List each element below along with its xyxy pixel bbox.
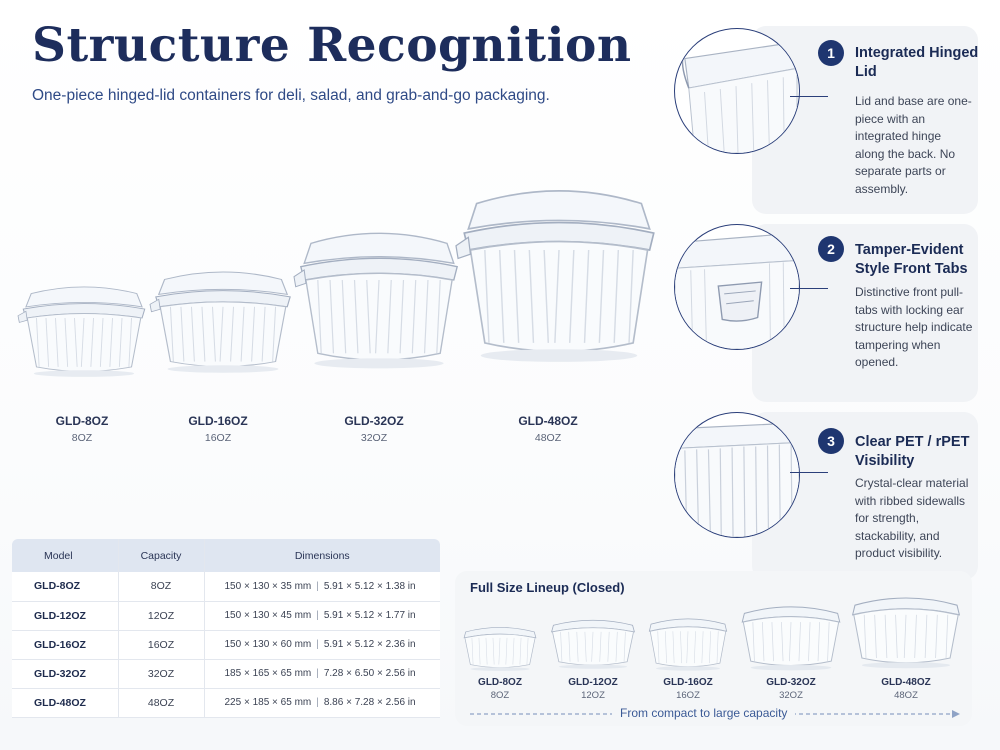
lineup-model: GLD-48OZ [881,677,931,688]
front-tab-detail-icon [674,224,800,350]
closed-container-icon [848,586,964,670]
cell-dimensions-imperial: 7.28 × 6.50 × 2.56 in [323,668,416,679]
cell-capacity: 16OZ [117,630,205,660]
callout-line [790,96,828,98]
showcase-model: GLD-8OZ [55,414,109,428]
lineup-caption: From compact to large capacity [612,706,796,720]
cell-dimensions: 225 × 185 × 65 mm | 8.86 × 7.28 × 2.56 in [204,688,440,718]
cell-capacity: 8OZ [117,572,205,602]
showcase-label: GLD-8OZ 8OZ [12,414,152,444]
cell-dimensions-metric: 150 × 130 × 60 mm [224,639,312,650]
showcase-label: GLD-16OZ 16OZ [148,414,288,444]
cell-separator: | [316,580,319,592]
feature-number-badge: 3 [818,428,844,454]
showcase-capacity: 32OZ [360,432,388,444]
showcase-capacity: 48OZ [534,432,562,444]
callout-line [790,472,828,474]
cell-dimensions: 150 × 130 × 60 mm | 5.91 × 5.12 × 2.36 in [204,630,440,660]
feature-title: Clear PET / rPET Visibility [855,434,970,469]
cell-capacity: 12OZ [117,601,205,631]
showcase-model: GLD-48OZ [518,414,578,428]
showcase-capacity: 16OZ [204,432,232,444]
open-container-icon [455,174,662,364]
lineup-capacity: 8OZ [490,690,510,701]
showcase-capacity: 8OZ [71,432,93,444]
cell-model: GLD-48OZ [12,688,118,718]
cell-dimensions-metric: 150 × 130 × 35 mm [224,580,312,592]
showcase-model: GLD-32OZ [344,414,404,428]
lineup-capacity: 48OZ [894,690,918,701]
cell-model: GLD-8OZ [12,572,118,602]
closed-container-icon [738,596,844,672]
open-container-icon [293,220,464,370]
open-container-icon [149,262,296,374]
ribbed-wall-detail-icon [674,412,800,538]
column-header-dimensions: Dimensions [204,539,440,572]
cell-dimensions: 150 × 130 × 35 mm | 5.91 × 5.12 × 1.38 in [204,572,440,602]
cell-dimensions-metric: 150 × 130 × 45 mm [224,610,312,621]
cell-dimensions-metric: 185 × 165 × 65 mm [224,668,312,679]
lineup-label: GLD-12OZ 12OZ [543,677,643,701]
lineup-label: GLD-8OZ 8OZ [450,677,550,701]
cell-dimensions-metric: 225 × 185 × 65 mm [224,697,312,708]
cell-dimensions-imperial: 5.91 × 5.12 × 1.38 in [323,580,416,592]
table-header-row: Model Capacity Dimensions [12,539,440,572]
closed-container-icon [461,620,539,672]
cell-dimensions-imperial: 5.91 × 5.12 × 2.36 in [323,639,416,650]
callout-line [790,288,828,290]
column-header-model: Model [12,539,118,572]
feature-body: Crystal-clear material with ribbed sidew… [855,476,969,561]
feature-number-badge: 1 [818,40,844,66]
cell-model: GLD-16OZ [12,630,118,660]
lineup-model: GLD-12OZ [568,677,618,688]
lineup-model: GLD-8OZ [478,677,522,688]
feature-title: Integrated Hinged Lid [855,45,979,80]
cell-model: GLD-32OZ [12,659,118,689]
cell-capacity: 48OZ [117,688,205,718]
lineup-label: GLD-32OZ 32OZ [741,677,841,701]
closed-container-icon [548,612,638,670]
page-subtitle: One-piece hinged-lid containers for deli… [32,87,550,104]
lineup-capacity: 12OZ [581,690,605,701]
lineup-model: GLD-32OZ [766,677,816,688]
lineup-model: GLD-16OZ [663,677,713,688]
lineup-capacity: 16OZ [676,690,700,701]
showcase-model: GLD-16OZ [188,414,248,428]
feature-number-badge: 2 [818,236,844,262]
lineup-title: Full Size Lineup (Closed) [470,580,625,595]
column-header-capacity: Capacity [117,539,205,572]
cell-model: GLD-12OZ [12,601,118,631]
feature-body: Distinctive front pull-tabs with locking… [855,285,973,370]
feature-title: Tamper-Evident Style Front Tabs [855,242,968,277]
cell-capacity: 32OZ [117,659,205,689]
cell-separator: | [316,639,319,650]
cell-dimensions: 150 × 130 × 45 mm | 5.91 × 5.12 × 1.77 in [204,601,440,631]
cell-dimensions-imperial: 5.91 × 5.12 × 1.77 in [323,610,416,621]
showcase-label: GLD-32OZ 32OZ [304,414,444,444]
cell-dimensions-imperial: 8.86 × 7.28 × 2.56 in [323,697,416,708]
cell-separator: | [316,610,319,621]
showcase-label: GLD-48OZ 48OZ [478,414,618,444]
page-title: Structure Recognition [32,18,632,73]
closed-container-icon [646,610,730,672]
lineup-capacity: 32OZ [779,690,803,701]
feature-body: Lid and base are one-piece with an integ… [855,94,972,196]
cell-separator: | [316,668,319,679]
cell-dimensions: 185 × 165 × 65 mm | 7.28 × 6.50 × 2.56 in [204,659,440,689]
lineup-label: GLD-16OZ 16OZ [638,677,738,701]
lineup-label: GLD-48OZ 48OZ [856,677,956,701]
cell-separator: | [316,697,319,708]
open-container-icon [17,278,150,378]
hinge-detail-icon [674,28,800,154]
